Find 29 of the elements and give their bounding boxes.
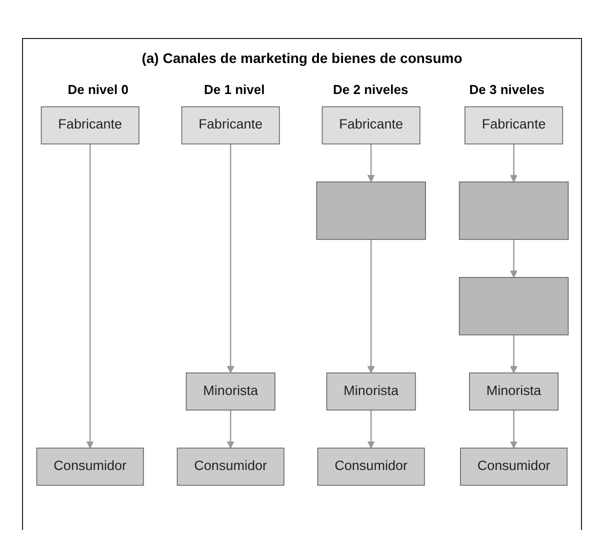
node-box: Minorista (186, 372, 276, 411)
arrow (510, 334, 518, 374)
column-heading: De 3 niveles (468, 82, 546, 97)
node-box: Consumidor (317, 448, 425, 486)
arrow (367, 410, 375, 448)
arrow (367, 144, 375, 182)
column-heading: De 1 nivel (203, 82, 266, 97)
node-box: Fabricante (322, 106, 420, 144)
node-box: Minorista (326, 372, 416, 411)
arrow (510, 144, 518, 182)
node-box: Minorista (469, 372, 559, 411)
node-box (458, 277, 569, 336)
node-box: Fabricante (40, 106, 140, 144)
node-box: Fabricante (181, 106, 280, 144)
arrow (510, 410, 518, 448)
column-heading: De nivel 0 (66, 82, 130, 97)
node-box (458, 182, 569, 240)
arrow (226, 410, 234, 448)
arrow (510, 239, 518, 278)
node-box: Consumidor (36, 448, 144, 486)
node-box: Consumidor (460, 448, 568, 486)
arrow (226, 144, 234, 374)
node-box: Consumidor (176, 448, 284, 486)
arrow (367, 239, 375, 374)
node-box (316, 182, 426, 240)
node-box: Fabricante (464, 106, 564, 144)
diagram-title: (a) Canales de marketing de bienes de consumo (140, 50, 464, 66)
arrow (86, 144, 94, 448)
column-heading: De 2 niveles (332, 82, 410, 97)
